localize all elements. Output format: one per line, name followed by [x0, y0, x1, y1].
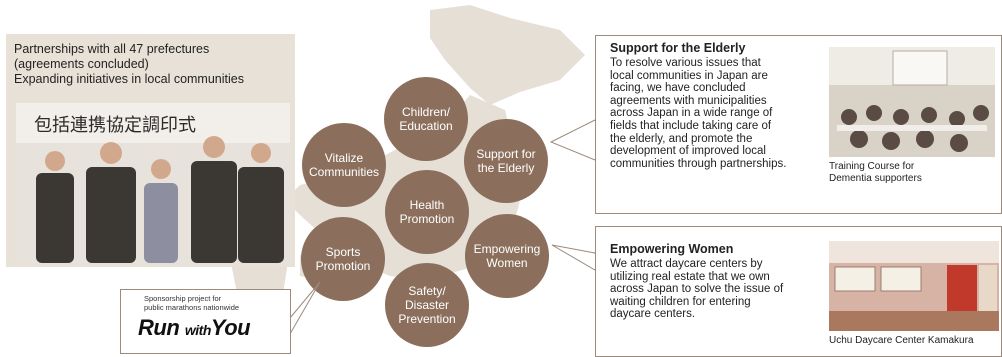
- women-body: We attract daycare centers by utilizing …: [610, 258, 784, 321]
- circle-support-elderly: Support for the Elderly: [464, 119, 548, 203]
- circle-vitalize-communities: Vitalize Communities: [302, 123, 386, 207]
- circle-children-education: Children/ Education: [384, 77, 468, 161]
- partnerships-line-1: Partnerships with all 47 prefectures: [14, 42, 210, 56]
- logo-you: You: [210, 315, 251, 340]
- run-with-you-logo: Run withYou: [138, 315, 251, 341]
- circle-label: Children/ Education: [399, 105, 453, 133]
- partnerships-line-3: Expanding initiatives in local communiti…: [14, 72, 244, 86]
- training-course-photo: [829, 47, 995, 157]
- photo-banner-text: 包括連携協定調印式: [34, 115, 196, 136]
- elderly-body: To resolve various issues that local com…: [610, 57, 787, 170]
- circle-label: Safety/ Disaster Prevention: [398, 284, 456, 326]
- circle-empowering-women: Empowering Women: [465, 214, 549, 298]
- circle-label: Sports Promotion: [315, 245, 371, 273]
- sponsorship-box: Sponsorship project for public marathons…: [120, 289, 291, 354]
- women-title: Empowering Women: [610, 242, 734, 256]
- circle-health-promotion: Health Promotion: [385, 170, 469, 254]
- sponsorship-description: Sponsorship project for public marathons…: [144, 294, 240, 312]
- circle-label: Health Promotion: [399, 198, 455, 226]
- logo-with: with: [184, 322, 212, 338]
- signing-ceremony-photo: 包括連携協定調印式: [16, 103, 290, 263]
- circle-label: Support for the Elderly: [476, 147, 536, 175]
- elderly-title: Support for the Elderly: [610, 41, 746, 55]
- circle-label: Vitalize Communities: [308, 151, 380, 179]
- circle-label: Empowering Women: [473, 242, 541, 270]
- partnerships-panel: Partnerships with all 47 prefectures (ag…: [6, 34, 295, 267]
- women-photo-caption: Uchu Daycare Center Kamakura: [829, 335, 974, 346]
- circle-sports-promotion: Sports Promotion: [301, 217, 385, 301]
- elderly-info-box: Support for the Elderly To resolve vario…: [595, 35, 1002, 214]
- women-info-box: Empowering Women We attract daycare cent…: [595, 226, 1002, 357]
- circle-safety-disaster: Safety/ Disaster Prevention: [385, 263, 469, 347]
- elderly-photo-caption: Training Course for Dementia supporters: [829, 161, 922, 184]
- partnerships-text: Partnerships with all 47 prefectures (ag…: [14, 42, 244, 87]
- logo-run: Run: [138, 315, 185, 340]
- partnerships-line-2: (agreements concluded): [14, 57, 149, 71]
- daycare-center-photo: [829, 241, 999, 331]
